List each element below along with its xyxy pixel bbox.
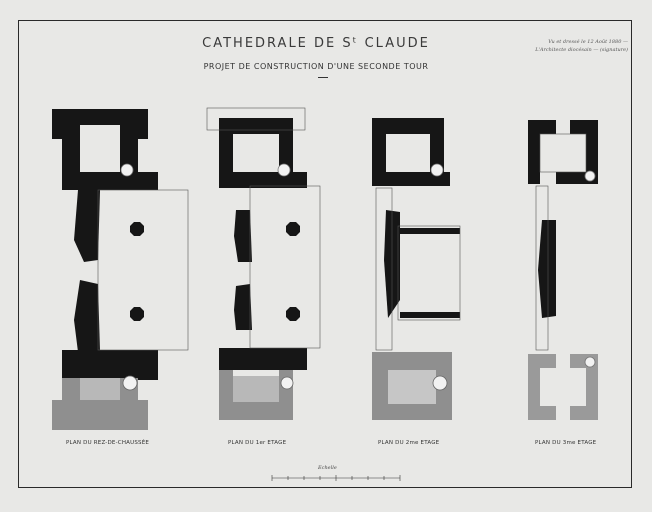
signature-note: Vu et dressé le 12 Août 1880 — L'Archite… bbox=[535, 39, 628, 53]
pier-markers-2 bbox=[286, 222, 300, 321]
existing-tower-2 bbox=[219, 118, 307, 370]
plan-label-ground-floor: PLAN DU REZ-DE-CHAUSSÉE bbox=[66, 440, 150, 446]
sheet-subtitle: PROJET DE CONSTRUCTION D'UNE SECONDE TOU… bbox=[203, 62, 429, 71]
new-tower-3 bbox=[372, 352, 452, 420]
wall-outline-4 bbox=[535, 133, 587, 351]
stair-1-top bbox=[120, 163, 134, 177]
scale-bar bbox=[271, 475, 401, 481]
existing-tower-1 bbox=[52, 109, 158, 380]
new-tower-1 bbox=[52, 378, 148, 430]
plan-second-floor bbox=[372, 118, 461, 420]
new-tower-1-light bbox=[80, 378, 120, 400]
nave-bay-1 bbox=[97, 189, 189, 351]
existing-tower-3 bbox=[372, 118, 460, 318]
sheet-border bbox=[18, 20, 632, 488]
pier-markers-1 bbox=[130, 222, 144, 321]
stair-1-bottom bbox=[122, 375, 138, 391]
title-underline bbox=[318, 77, 328, 78]
wall-outline-3 bbox=[375, 187, 461, 351]
plan-label-third-floor: PLAN DU 3me ETAGE bbox=[535, 440, 597, 446]
wall-outline-2 bbox=[206, 107, 321, 349]
plan-first-floor bbox=[206, 107, 321, 420]
plan-ground-floor bbox=[52, 109, 189, 430]
sheet-title: CATHEDRALE DE Sᵗ CLAUDE bbox=[202, 36, 430, 51]
scale-label: Echelle bbox=[318, 465, 337, 471]
plan-third-floor bbox=[528, 120, 598, 420]
plan-label-second-floor: PLAN DU 2me ETAGE bbox=[378, 440, 440, 446]
existing-tower-4 bbox=[528, 120, 598, 318]
plan-label-first-floor: PLAN DU 1er ETAGE bbox=[228, 440, 287, 446]
